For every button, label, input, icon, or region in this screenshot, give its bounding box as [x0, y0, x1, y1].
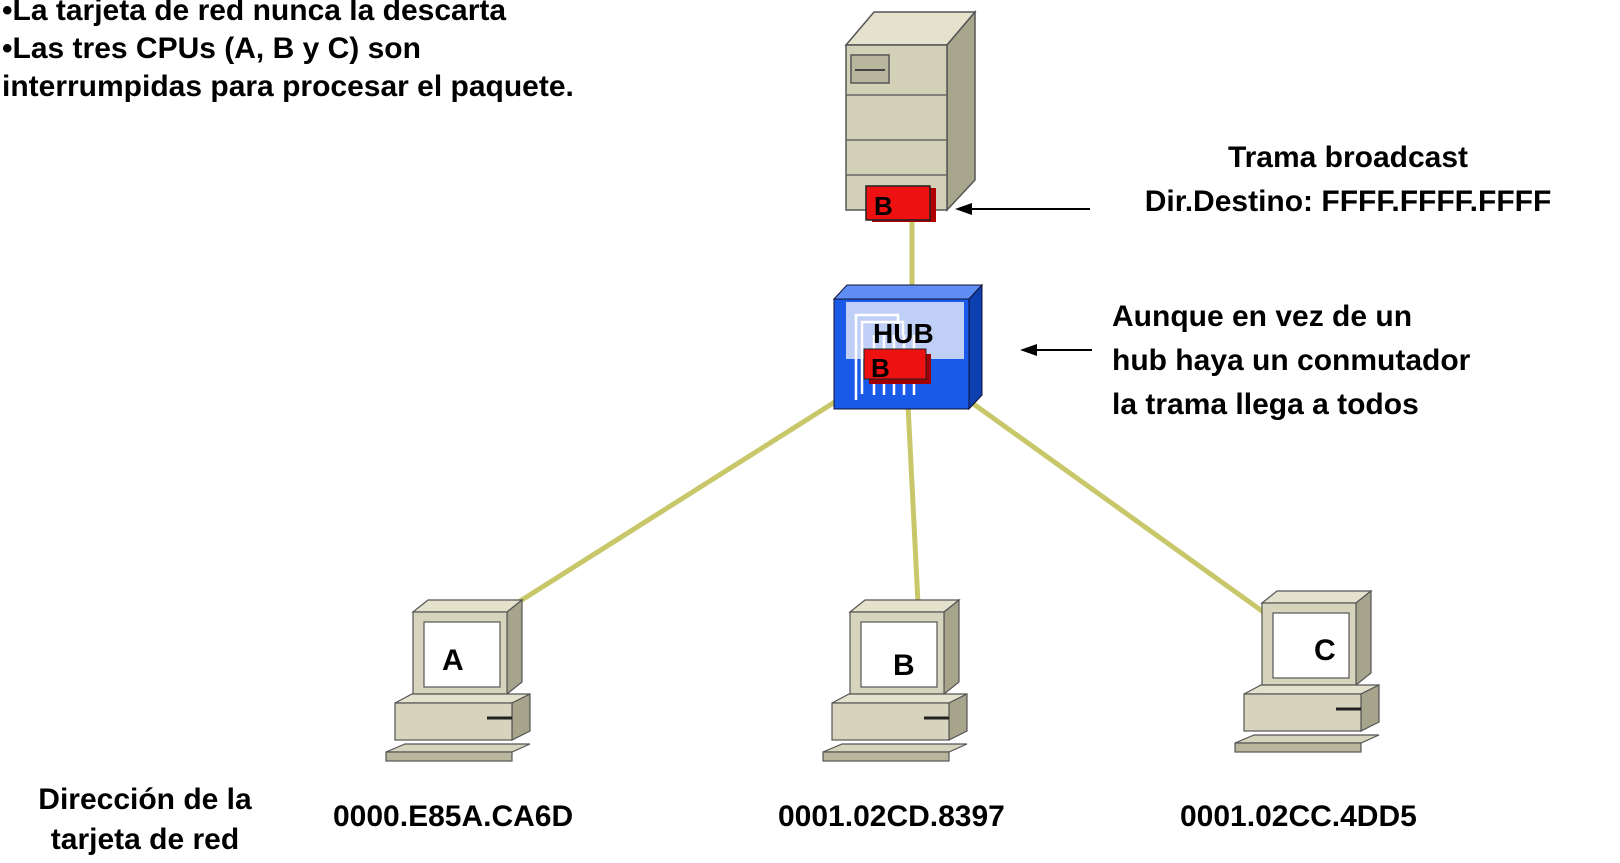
monitor-screen — [423, 621, 501, 688]
base-front — [831, 702, 950, 741]
base-top — [831, 693, 968, 704]
note-line: •Las tres CPUs (A, B y C) son — [2, 32, 421, 65]
monitor-screen — [1272, 612, 1350, 679]
keyboard-front — [822, 751, 950, 762]
monitor-side — [506, 598, 523, 696]
monitor-top — [1260, 590, 1373, 604]
server-nic-box — [865, 185, 931, 221]
note-line: •La tarjeta de red nunca la descarta — [2, 0, 507, 27]
computer-label: C — [1314, 634, 1336, 667]
notes-block: •La tarjeta de red nunca la descarta •La… — [2, 0, 574, 106]
frame-annotation-line2: Dir.Destino: FFFF.FFFF.FFFF — [1144, 185, 1552, 218]
hub-arrow-head — [1020, 344, 1037, 356]
hub-port-line — [860, 320, 905, 394]
server-nic-packet: B — [865, 185, 936, 222]
frame-arrow-head — [955, 203, 972, 215]
address-caption-line: tarjeta de red — [50, 823, 240, 856]
computer-b: B — [822, 598, 968, 762]
computer-c: C — [1234, 589, 1380, 753]
keyboard — [822, 743, 968, 753]
server-side — [946, 9, 976, 212]
monitor-top — [848, 599, 961, 613]
base-front — [1243, 693, 1362, 732]
switch-annotation: Aunque en vez de un hub haya un conmutad… — [1112, 295, 1470, 427]
switch-annotation-line: hub haya un conmutador — [1112, 344, 1471, 377]
cable-hub-a — [496, 397, 840, 618]
computer-label: B — [893, 649, 915, 682]
mac-address-a: 0000.E85A.CA6D — [333, 800, 574, 833]
server — [844, 9, 977, 212]
monitor-side — [1355, 589, 1372, 687]
frame-arrow — [955, 203, 1090, 215]
hub-packet — [863, 348, 927, 380]
keyboard — [385, 743, 531, 753]
frame-annotation: Trama broadcast Dir.Destino: FFFF.FFFF.F… — [1098, 136, 1598, 224]
base-top — [394, 693, 531, 704]
computer-a: A — [385, 598, 531, 762]
hub-packet-label: B — [871, 353, 890, 383]
hub-top — [832, 284, 984, 300]
address-caption-line: Dirección de la — [38, 783, 252, 816]
base-top — [1243, 684, 1380, 695]
base-front — [394, 702, 513, 741]
switch-annotation-line: Aunque en vez de un — [1112, 300, 1413, 333]
monitor-side — [943, 598, 960, 696]
monitor-top — [411, 599, 524, 613]
mac-address-b: 0001.02CD.8397 — [778, 800, 1005, 833]
address-caption: Dirección de la tarjeta de red — [0, 780, 290, 860]
cable-hub-b — [905, 404, 921, 604]
hub-label: HUB — [873, 318, 934, 349]
keyboard — [1234, 734, 1380, 744]
mac-address-c: 0001.02CC.4DD5 — [1180, 800, 1417, 833]
computer-label: A — [442, 644, 464, 677]
frame-annotation-line1: Trama broadcast — [1227, 141, 1469, 174]
hub: HUB B — [832, 283, 984, 411]
server-nic-label: B — [874, 191, 893, 221]
switch-annotation-line: la trama llega a todos — [1112, 388, 1419, 421]
monitor-screen — [860, 621, 938, 688]
hub-port-line — [854, 313, 900, 400]
cable-hub-c — [966, 397, 1285, 629]
hub-arrow — [1020, 344, 1092, 356]
note-line: interrumpidas para procesar el paquete. — [2, 70, 574, 103]
hub-side — [968, 283, 983, 411]
keyboard-front — [385, 751, 513, 762]
keyboard-front — [1234, 742, 1362, 753]
